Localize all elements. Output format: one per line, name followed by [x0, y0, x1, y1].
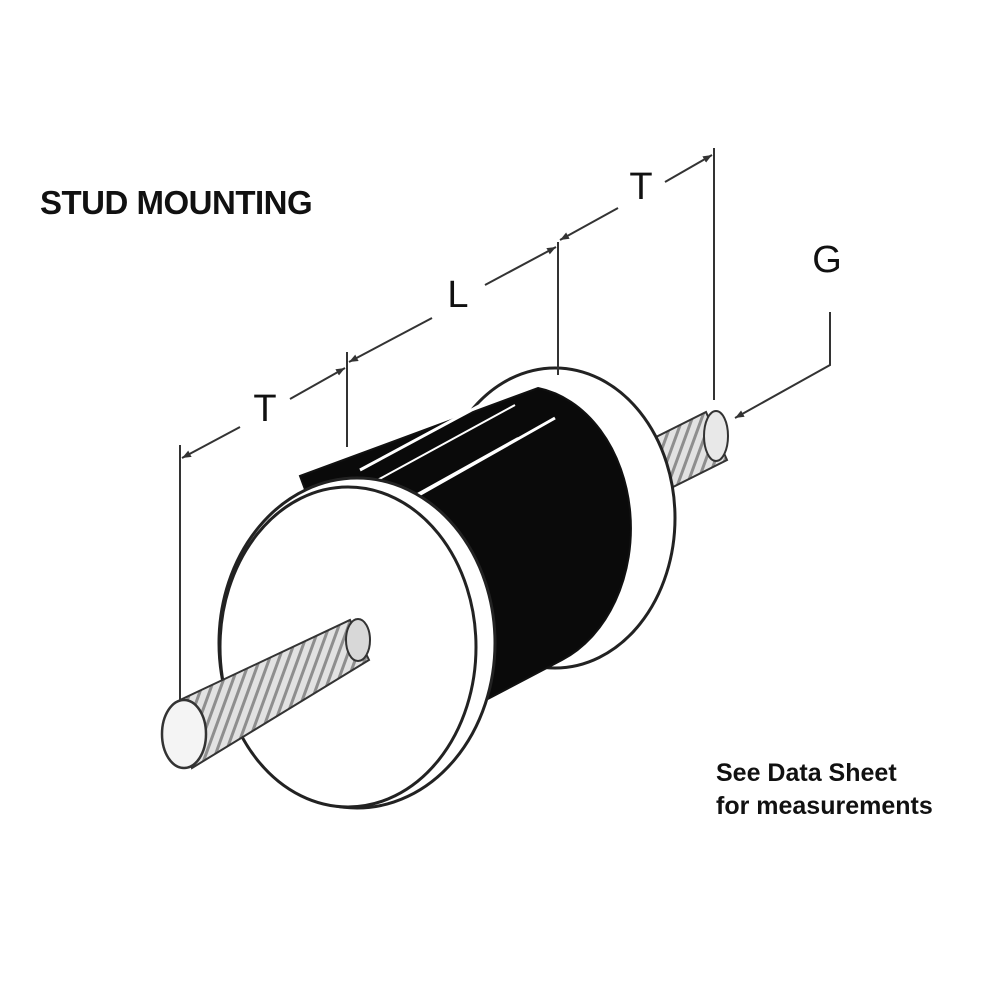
note-line-2: for measurements: [716, 792, 933, 820]
dim-label-g: G: [812, 239, 842, 281]
dim-label-t-right: T: [629, 166, 652, 208]
dim-line-t-right-a: [559, 207, 619, 241]
dim-leader-g: [734, 312, 831, 419]
dim-line-t-left-a: [181, 426, 241, 459]
dimension-t-right: T: [559, 154, 713, 241]
dim-label-t-left: T: [253, 388, 276, 430]
dim-line-l-b: [484, 246, 557, 286]
dim-line-l-a: [348, 317, 433, 363]
dim-line-t-right-b: [664, 154, 713, 183]
extension-lines: [179, 148, 715, 700]
diagram-title: STUD MOUNTING: [40, 184, 313, 221]
dim-label-l: L: [447, 274, 468, 316]
measurement-note: See Data Sheet for measurements: [716, 757, 933, 823]
note-line-1: See Data Sheet: [716, 759, 897, 787]
dimension-g: G: [734, 239, 842, 419]
dimension-t-left: T: [181, 367, 346, 459]
left-threaded-stud: [160, 618, 371, 770]
dim-line-t-left-b: [289, 367, 346, 400]
dimension-l: L: [348, 246, 557, 363]
